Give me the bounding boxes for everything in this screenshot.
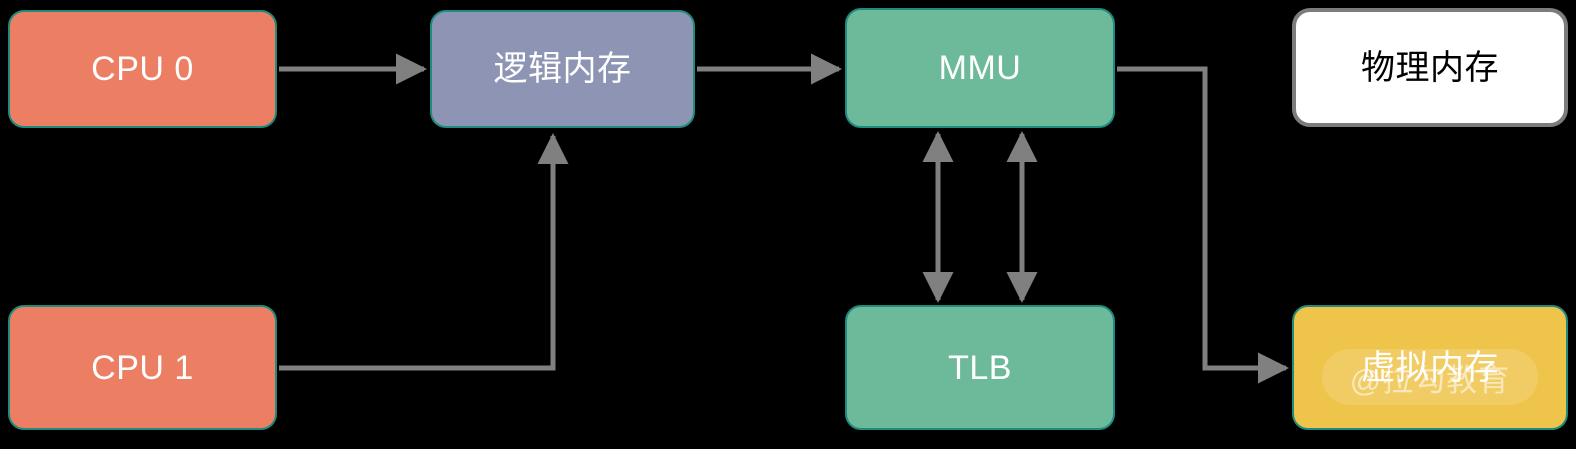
node-mmu-label: MMU [938, 49, 1022, 87]
node-cpu1[interactable]: CPU 1 [8, 305, 277, 430]
node-logical-memory-label: 逻辑内存 [493, 50, 632, 88]
node-cpu0[interactable]: CPU 0 [8, 10, 277, 128]
node-mmu[interactable]: MMU [845, 8, 1115, 128]
node-cpu1-label: CPU 1 [91, 348, 194, 387]
edge-mmu-to-virtual [1117, 66, 1290, 384]
node-virtual-memory-label: 虚拟内存 [1361, 348, 1499, 387]
node-virtual-memory[interactable]: 虚拟内存 @拉勾教育 [1292, 305, 1568, 430]
node-tlb-label: TLB [948, 348, 1012, 387]
node-logical-memory[interactable]: 逻辑内存 [430, 10, 695, 128]
node-physical-memory[interactable]: 物理内存 [1292, 8, 1568, 127]
node-tlb[interactable]: TLB [845, 305, 1115, 430]
node-physical-memory-label: 物理内存 [1361, 48, 1499, 87]
node-cpu0-label: CPU 0 [91, 50, 194, 88]
edge-cpu1-to-logical [279, 132, 569, 371]
